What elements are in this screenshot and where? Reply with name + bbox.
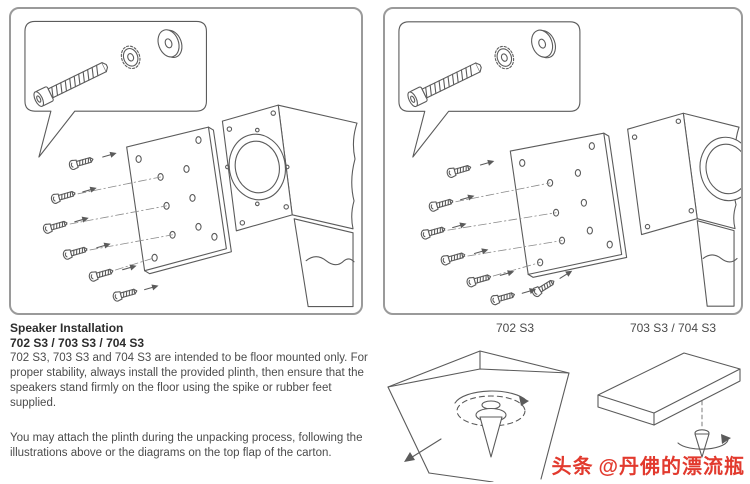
diagram-caption-702: 702 S3 xyxy=(495,321,535,335)
watermark-badge: 头条 xyxy=(551,456,594,478)
plinth-installation-panel-702 xyxy=(9,7,363,315)
lock-washer-icon xyxy=(494,45,515,70)
floor-spike-icon xyxy=(694,433,710,458)
spike-diagram-703-704 xyxy=(590,345,745,482)
installation-paragraph-1: 702 S3, 703 S3 and 704 S3 are intended t… xyxy=(10,352,368,409)
speaker-cabinet-drawing xyxy=(627,112,741,307)
bolt-washer-callout xyxy=(398,21,581,158)
section-heading: Speaker Installation xyxy=(10,321,124,335)
spike-fitting-illustration-703-704 xyxy=(597,352,741,458)
watermark-handle: @丹佛的漂流瓶 xyxy=(598,456,745,478)
hex-bolt-icon xyxy=(407,62,482,108)
flat-washer-icon xyxy=(157,29,183,58)
plinth-plate-drawing xyxy=(126,126,232,275)
rotate-arrow-icon xyxy=(454,390,528,404)
plinth-installation-panel-703-704 xyxy=(383,7,743,315)
plinth-plate-drawing xyxy=(509,132,628,278)
bolt-washer-callout xyxy=(24,20,207,158)
installation-text-block: Speaker Installation 702 S3 / 703 S3 / 7… xyxy=(10,321,376,461)
diagram-caption-703-704: 703 S3 / 704 S3 xyxy=(629,321,717,335)
leader-lines xyxy=(54,176,173,276)
rotate-arrow-icon xyxy=(677,438,729,450)
section-models: 702 S3 / 703 S3 / 704 S3 xyxy=(10,336,145,350)
installation-paragraph-2: You may attach the plinth during the unp… xyxy=(10,432,363,459)
watermark: 头条@丹佛的漂流瓶 xyxy=(551,450,745,479)
hex-bolt-icon xyxy=(33,62,109,107)
spike-fitting-illustration-702 xyxy=(387,350,570,482)
lock-washer-icon xyxy=(120,45,141,70)
plinth-installation-illustration-702 xyxy=(24,20,358,308)
floor-spike-icon xyxy=(479,416,503,458)
flat-washer-icon xyxy=(531,29,556,59)
plinth-installation-illustration-703-704 xyxy=(398,21,741,307)
speaker-cabinet-drawing xyxy=(221,104,358,308)
spike-diagram-702 xyxy=(383,345,573,482)
direction-arrow-icon xyxy=(408,438,442,460)
